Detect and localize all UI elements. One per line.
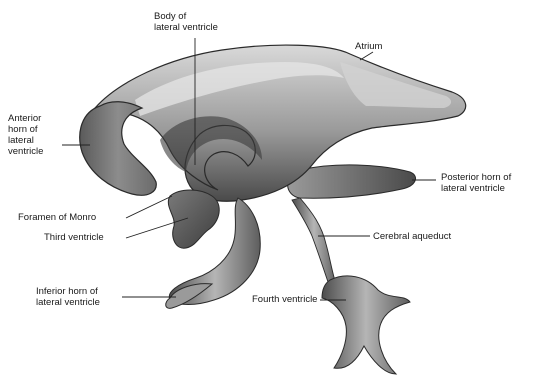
third-ventricle-shape: [168, 190, 219, 248]
label-line: lateral ventricle: [36, 297, 100, 308]
label-line: Inferior horn of: [36, 286, 100, 297]
label-anterior-horn: Anterior horn of lateral ventricle: [8, 113, 43, 157]
label-third-ventricle: Third ventricle: [44, 232, 104, 243]
label-line: ventricle: [8, 146, 43, 157]
leader-atrium: [360, 52, 373, 60]
label-posterior-horn: Posterior horn of lateral ventricle: [441, 172, 511, 194]
label-inferior-horn: Inferior horn of lateral ventricle: [36, 286, 100, 308]
label-line: lateral ventricle: [154, 22, 218, 33]
label-line: Anterior: [8, 113, 43, 124]
label-fourth-ventricle: Fourth ventricle: [252, 294, 317, 305]
label-line: horn of: [8, 124, 43, 135]
label-line: lateral ventricle: [441, 183, 511, 194]
label-line: Posterior horn of: [441, 172, 511, 183]
cerebral-aqueduct-shape: [292, 198, 336, 288]
label-line: Third ventricle: [44, 232, 104, 243]
label-body-of-lateral-ventricle: Body of lateral ventricle: [154, 11, 218, 33]
fourth-ventricle-shape: [322, 276, 410, 374]
label-line: Cerebral aqueduct: [373, 231, 451, 242]
label-line: Atrium: [355, 41, 382, 52]
label-foramen-of-monro: Foramen of Monro: [18, 212, 96, 223]
label-cerebral-aqueduct: Cerebral aqueduct: [373, 231, 451, 242]
leader-foramen: [126, 196, 172, 218]
label-line: lateral: [8, 135, 43, 146]
label-line: Fourth ventricle: [252, 294, 317, 305]
label-line: Foramen of Monro: [18, 212, 96, 223]
label-line: Body of: [154, 11, 218, 22]
label-atrium: Atrium: [355, 41, 382, 52]
